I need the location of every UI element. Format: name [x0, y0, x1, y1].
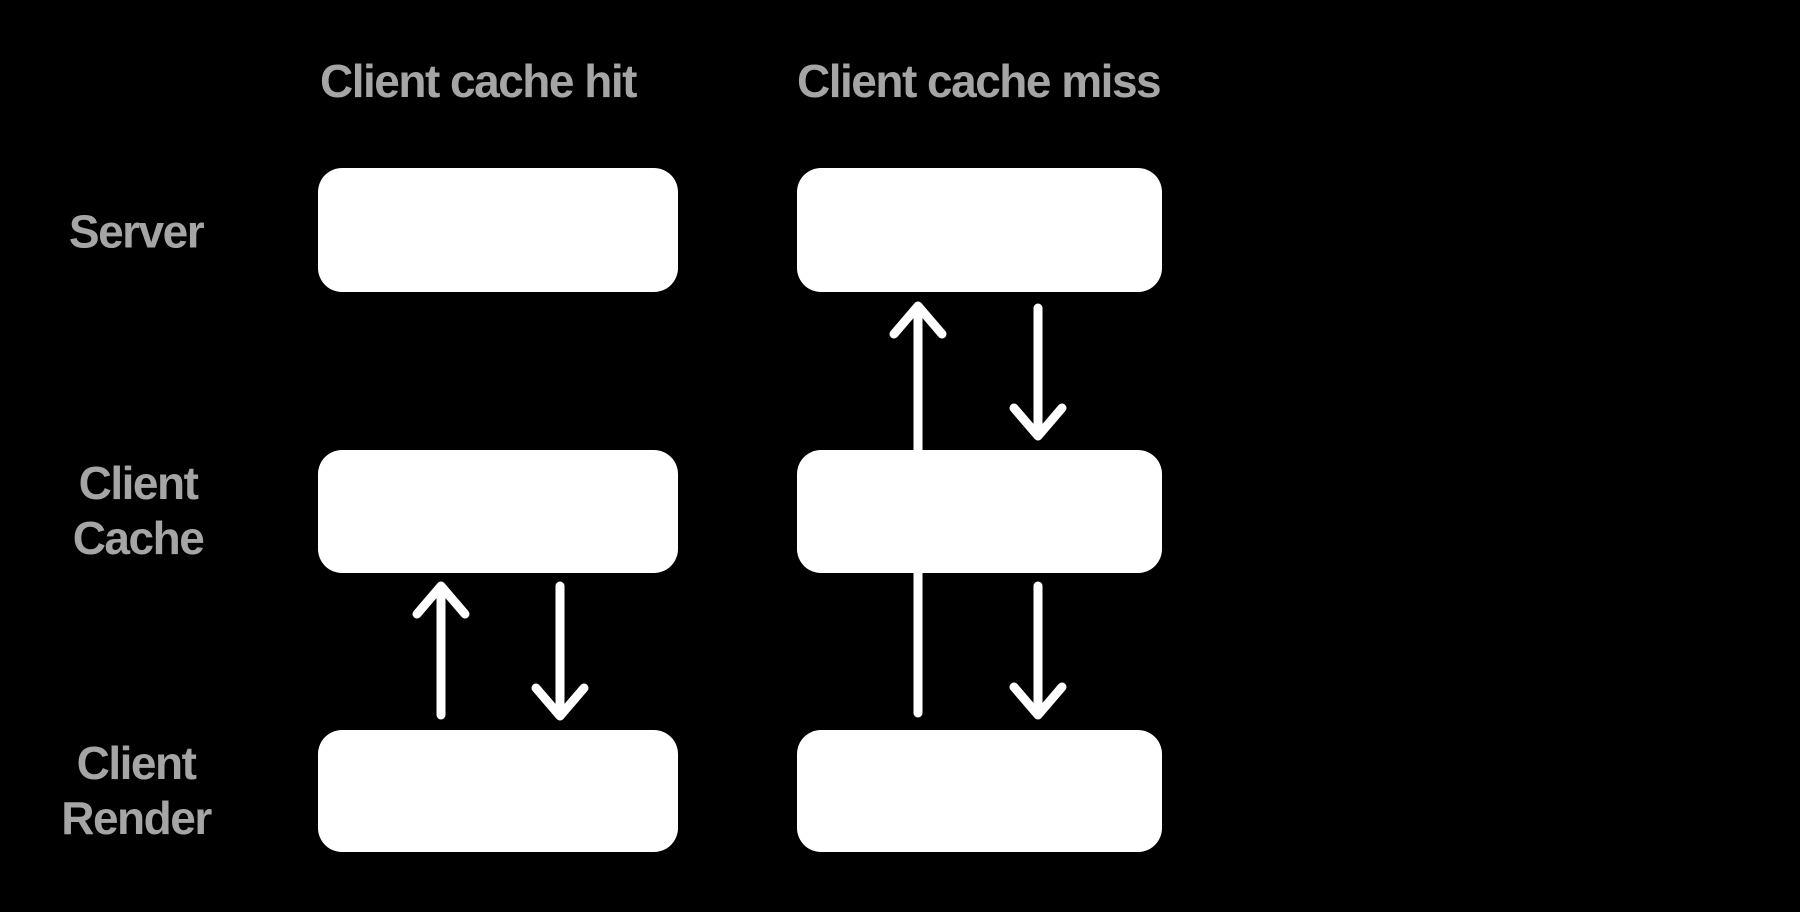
column-header-cache-miss: Client cache miss [797, 55, 1162, 107]
box-miss-server [797, 168, 1162, 292]
box-miss-client-render [797, 730, 1162, 852]
box-hit-client-render [318, 730, 678, 852]
row-label-client-cache: Client Cache [72, 456, 205, 566]
box-hit-server [318, 168, 678, 292]
row-label-line: Client [76, 737, 197, 789]
arrow-hit-cache-to-render [531, 581, 589, 721]
arrow-miss-server-to-cache [1009, 303, 1067, 441]
row-label-line: Render [61, 792, 212, 844]
box-hit-client-cache [318, 450, 678, 573]
row-label-line: Client [78, 457, 199, 509]
row-label-client-render: Client Render [61, 736, 212, 846]
arrow-hit-render-to-cache [412, 581, 470, 720]
box-miss-client-cache [797, 450, 1162, 573]
arrow-miss-cache-to-render [1009, 581, 1067, 720]
row-label-line: Cache [72, 512, 205, 564]
column-header-cache-hit: Client cache hit [320, 55, 637, 107]
arrow-miss-render-to-server [889, 301, 947, 718]
row-label-server: Server [68, 205, 205, 260]
row-label-line: Server [68, 205, 205, 258]
